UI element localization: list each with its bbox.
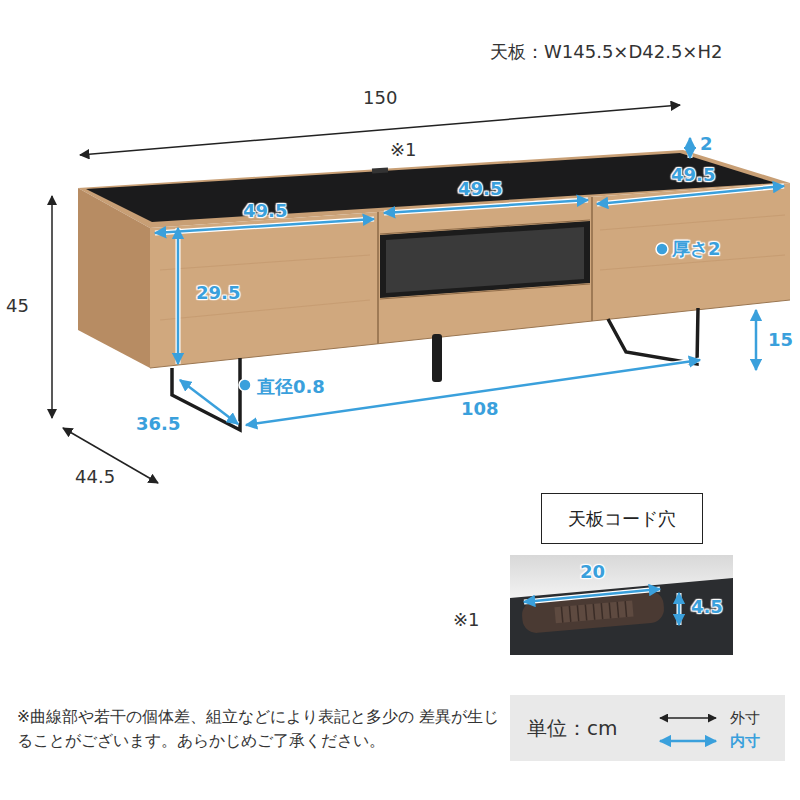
box-text: 天板コード穴 xyxy=(568,507,676,531)
dimension-inner: 20 xyxy=(580,562,605,583)
dimension-width: 150 xyxy=(363,88,397,109)
note-mark: ※1 xyxy=(453,610,480,631)
note-mark: ※1 xyxy=(390,140,417,161)
box-text: 単位：cm xyxy=(527,715,617,742)
caption-box: 天板コード穴 xyxy=(541,493,703,544)
dimension-inner: 29.5 xyxy=(196,283,240,304)
dimension-inner: 36.5 xyxy=(136,414,180,435)
dimension-inner: 15 xyxy=(768,330,793,351)
unit-panel: 単位：cm xyxy=(510,695,785,761)
dimension-diameter: 直径0.8 xyxy=(257,377,325,398)
dimension-height: 45 xyxy=(6,296,29,317)
legend-label: 内寸 xyxy=(730,732,760,751)
dimension-inner: 4.5 xyxy=(691,597,723,618)
dimension-inner: 108 xyxy=(461,399,499,420)
dimension-inner: 49.5 xyxy=(671,165,715,186)
legend-label: 外寸 xyxy=(730,709,760,728)
spec-heading: 天板：W145.5×D42.5×H2 xyxy=(490,42,722,63)
dimension-thickness: 2 xyxy=(700,134,713,155)
dimension-inner: 49.5 xyxy=(458,179,502,200)
dimension-depth: 44.5 xyxy=(75,467,115,488)
dimension-inner: 49.5 xyxy=(243,201,287,222)
dimension-thickness: 厚さ2 xyxy=(672,239,721,260)
disclaimer-note: ※曲線部や若干の個体差、組立などにより表記と多少の 差異が生じることがございます… xyxy=(17,705,502,753)
